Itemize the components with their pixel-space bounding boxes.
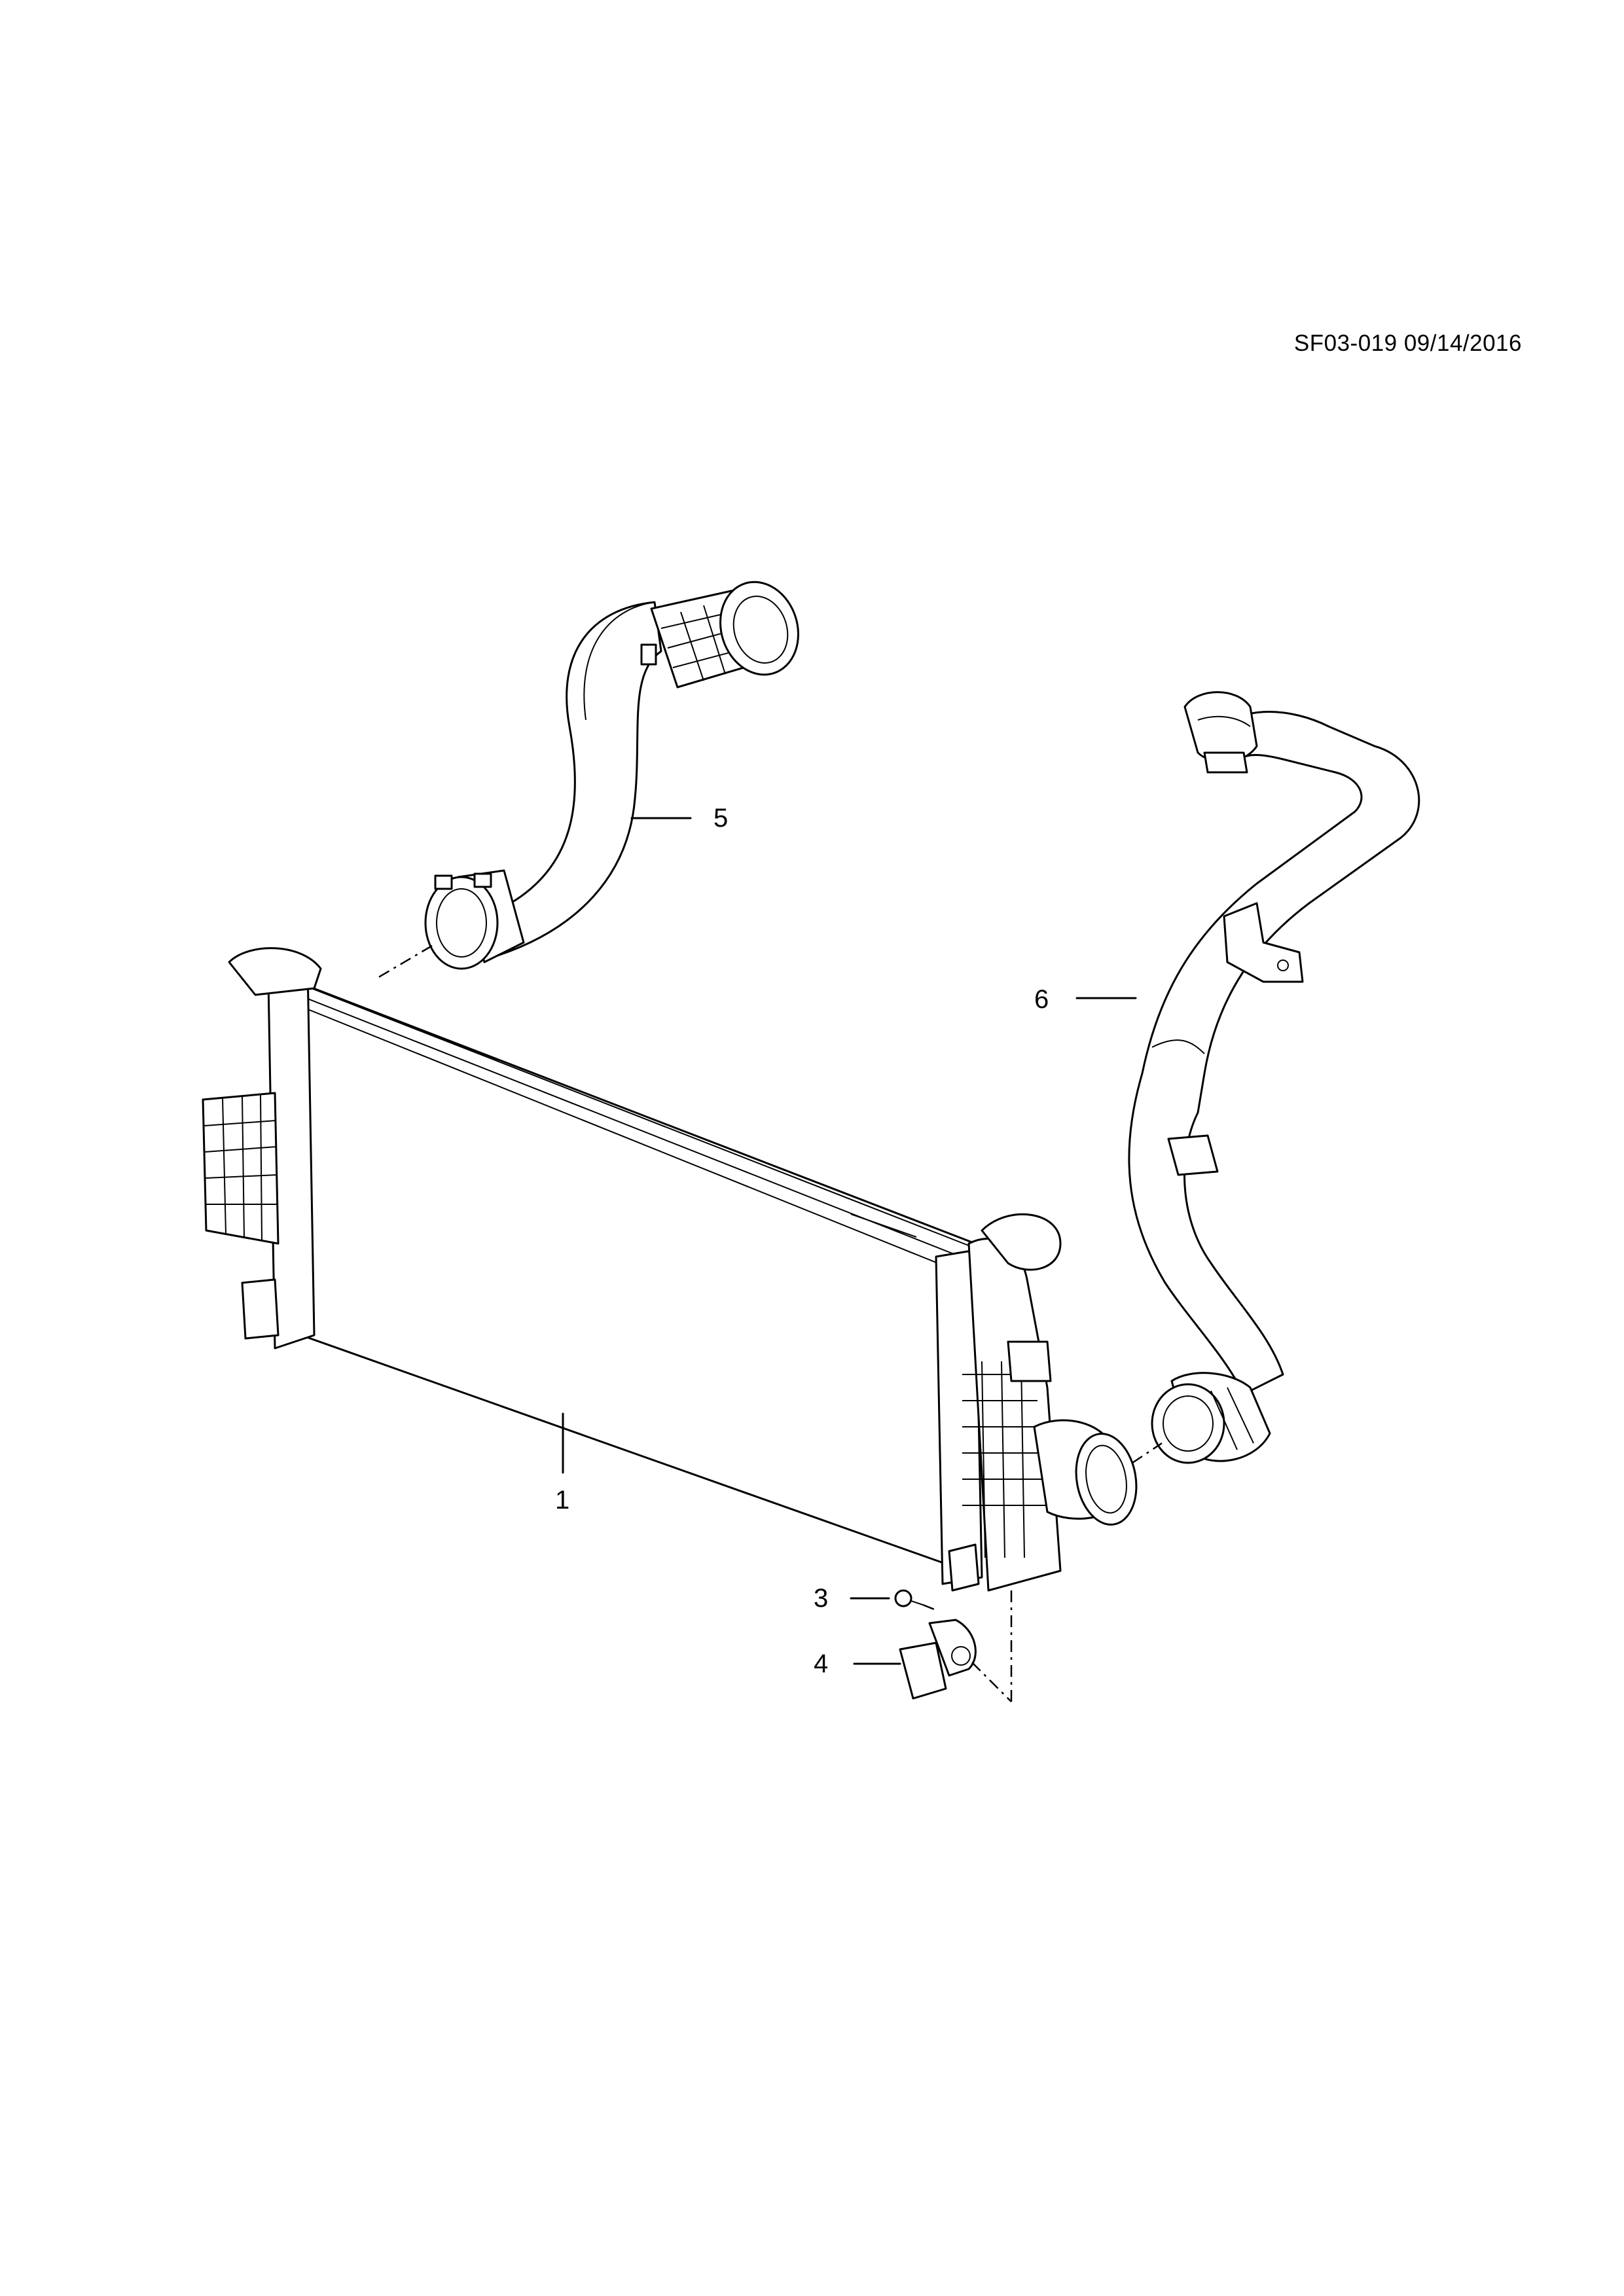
- sensor[interactable]: [853, 1619, 977, 1700]
- intercooler-right-tank: [962, 1213, 1062, 1592]
- callout-5: 5: [713, 804, 728, 833]
- outlet-hose-upper-connector: [1183, 691, 1258, 774]
- outlet-hose-bracket: [1223, 902, 1304, 983]
- inlet-hose-lower-connector: [424, 869, 525, 970]
- inlet-hose[interactable]: [376, 572, 810, 980]
- callout-4: 4: [814, 1649, 828, 1678]
- intercooler-left-grid: [202, 1092, 280, 1245]
- outlet-hose[interactable]: [1075, 691, 1420, 1464]
- callout-1: 1: [555, 1486, 569, 1515]
- inlet-hose-upper-connector: [640, 581, 799, 689]
- intercooler-outlet-neck: [1033, 1419, 1138, 1526]
- document-code: SF03-019 09/14/2016: [1293, 331, 1522, 356]
- outlet-hose-clip: [1167, 1134, 1219, 1176]
- intercooler[interactable]: [202, 947, 1163, 1592]
- callout-6: 6: [1034, 985, 1049, 1014]
- outlet-hose-lower-connector: [1151, 1372, 1271, 1464]
- callout-3: 3: [814, 1584, 828, 1613]
- bolt[interactable]: [850, 1589, 937, 1611]
